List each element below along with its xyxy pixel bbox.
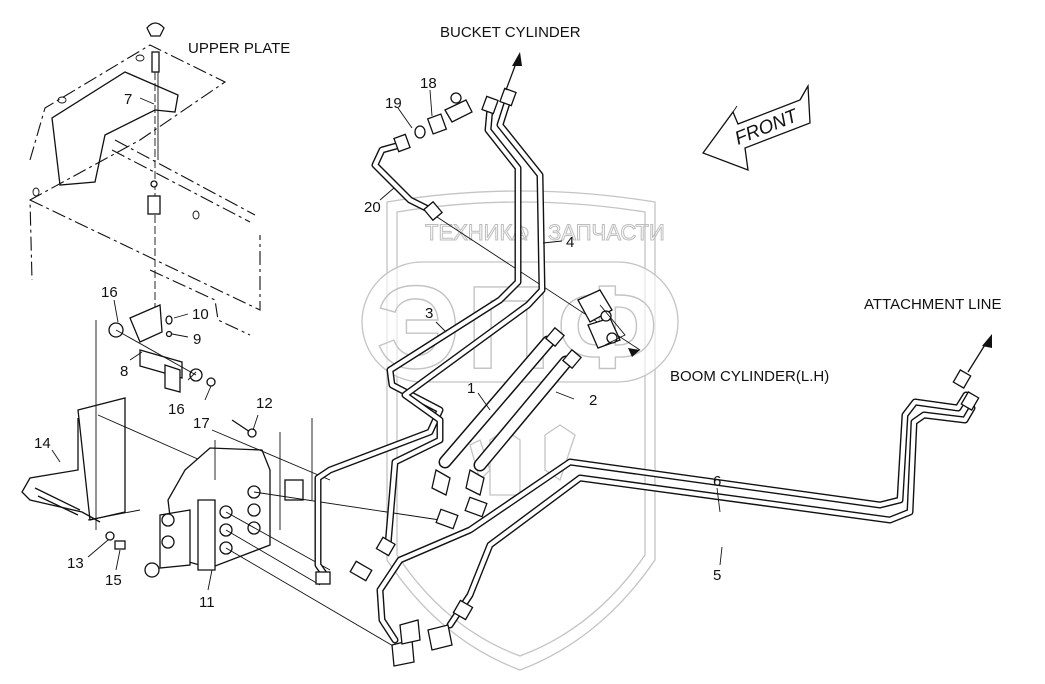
callout-16-lower: 16 (168, 401, 185, 418)
callout-18: 18 (420, 75, 437, 92)
callout-6: 6 (713, 473, 721, 490)
front-label: FRONT (732, 105, 802, 150)
callout-13: 13 (67, 555, 84, 572)
callout-10: 10 (192, 306, 209, 323)
attachment-arrow-icon (982, 334, 992, 348)
boom-cylinder-label: BOOM CYLINDER(L.H) (670, 368, 829, 385)
tee-fitting-18 (414, 92, 473, 139)
front-direction-indicator: FRONT (701, 83, 811, 171)
callout-15: 15 (105, 572, 122, 589)
callout-19: 19 (385, 95, 402, 112)
pipe-3-4 (314, 52, 546, 585)
upper-plate (29, 44, 261, 336)
callout-9: 9 (193, 331, 201, 348)
callout-20: 20 (364, 199, 381, 216)
clevis-icon (147, 195, 161, 215)
watermark-right-word: ЗАПЧАСТИ (548, 220, 665, 245)
callout-labels: UPPER PLATE BUCKET CYLINDER ATTACHMENT L… (34, 24, 1002, 611)
hoses-1-2 (431, 326, 583, 530)
control-valve-11 (144, 418, 441, 651)
bucket-arrow-icon (512, 52, 522, 66)
watermark-shield-inner (396, 201, 646, 657)
watermark-left-word: ТЕХНИКА (425, 220, 527, 245)
callout-2: 2 (589, 392, 597, 409)
upper-plate-label: UPPER PLATE (188, 40, 290, 57)
callout-16-upper: 16 (101, 284, 118, 301)
bucket-cylinder-label: BUCKET CYLINDER (440, 24, 581, 41)
callout-4: 4 (566, 234, 574, 251)
callout-5: 5 (713, 567, 721, 584)
pipe-5-6 (376, 334, 992, 667)
callout-14: 14 (34, 435, 51, 452)
callout-7: 7 (124, 91, 132, 108)
callout-3: 3 (425, 305, 433, 322)
linkage-assembly (108, 304, 216, 393)
callout-leaders (51, 89, 723, 591)
callout-11: 11 (199, 594, 215, 611)
boom-tee-fittings (577, 289, 626, 349)
bolt-rod-7 (146, 22, 165, 330)
bolt-12 (231, 419, 257, 438)
callout-12: 12 (256, 395, 273, 412)
callout-17: 17 (193, 415, 210, 432)
callout-8: 8 (120, 363, 128, 380)
attachment-line-label: ATTACHMENT LINE (864, 296, 1002, 313)
mount-bracket-14 (21, 320, 201, 550)
knob-icon (146, 22, 165, 37)
callout-1: 1 (467, 380, 475, 397)
bolt-icon (151, 51, 160, 73)
boom-arrow-icon (628, 348, 640, 357)
